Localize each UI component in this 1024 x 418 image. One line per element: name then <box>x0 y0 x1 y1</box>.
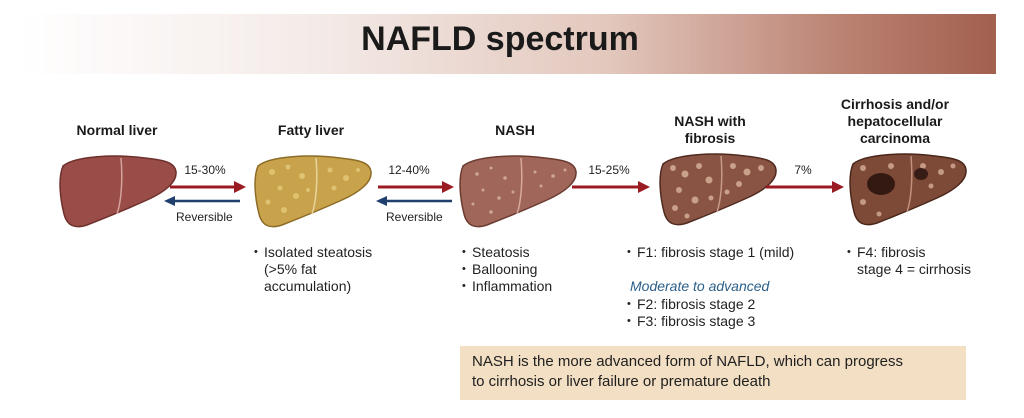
forward-arrow-4 <box>766 181 844 193</box>
note-line: to cirrhosis or liver failure or prematu… <box>472 373 771 390</box>
transition-percent-4: 7% <box>794 163 812 177</box>
cirrhosis-liver-image <box>849 153 967 226</box>
cirrhosis-description: •F4: fibrosis stage 4 = cirrhosis <box>847 244 971 278</box>
description-bullet: •F4: fibrosis <box>847 244 926 260</box>
description-text: (>5% fat <box>264 261 317 277</box>
description-bullet: F1: fibrosis stage 1 (mild) <box>627 244 794 261</box>
fibrosis-subheading: Moderate to advanced <box>630 278 770 294</box>
transition-percent-1: 15-30% <box>184 163 226 177</box>
description-bullet: Ballooning <box>462 261 552 278</box>
description-text: F4: fibrosis <box>857 244 926 260</box>
description-text: Isolated steatosis <box>264 244 373 260</box>
stage-title-cirrhosis: Cirrhosis and/or hepatocellular carcinom… <box>820 96 970 147</box>
description-bullet: F3: fibrosis stage 3 <box>627 313 755 330</box>
description-text: accumulation) <box>264 278 352 294</box>
fatty-description: •Isolated steatosis (>5% fat accumulatio… <box>254 244 372 295</box>
stage-title-nash-fibrosis: NASH with fibrosis <box>640 113 780 147</box>
note-line: NASH is the more advanced form of NAFLD,… <box>472 353 904 370</box>
fibrosis-f1: F1: fibrosis stage 1 (mild) <box>627 244 794 261</box>
forward-arrow-3 <box>572 181 650 193</box>
description-bullet: •Isolated steatosis <box>254 244 373 260</box>
reverse-arrow-1 <box>164 196 240 206</box>
description-bullet: Inflammation <box>462 278 552 295</box>
normal-liver-image <box>59 155 177 228</box>
nash-liver-image <box>459 155 577 228</box>
stage-title-line: carcinoma <box>859 130 931 146</box>
nash-description: Steatosis Ballooning Inflammation <box>462 244 552 295</box>
note-box: NASH is the more advanced form of NAFLD,… <box>460 346 966 400</box>
fibrosis-f2-f3: F2: fibrosis stage 2 F3: fibrosis stage … <box>627 296 755 330</box>
forward-arrow-2 <box>378 181 454 193</box>
stage-title-nash: NASH <box>495 122 535 138</box>
description-bullet: Steatosis <box>462 244 552 261</box>
description-text: stage 4 = cirrhosis <box>857 261 971 277</box>
stage-title-line: Cirrhosis and/or <box>840 96 950 112</box>
stage-title-fatty: Fatty liver <box>277 122 345 138</box>
stage-title-line: NASH with <box>674 113 746 129</box>
transition-percent-3: 15-25% <box>588 163 630 177</box>
description-bullet: F2: fibrosis stage 2 <box>627 296 755 313</box>
stage-title-normal: Normal liver <box>76 122 158 138</box>
reversible-label-2: Reversible <box>386 210 443 224</box>
title-banner <box>20 14 996 74</box>
reverse-arrow-2 <box>376 196 452 206</box>
fibrosis-liver-image <box>659 153 777 226</box>
fatty-liver-image <box>254 155 372 228</box>
page-title: NAFLD spectrum <box>361 20 639 58</box>
forward-arrow-1 <box>170 181 246 193</box>
reversible-label-1: Reversible <box>176 210 233 224</box>
stage-title-line: hepatocellular <box>847 113 943 129</box>
stage-title-line: fibrosis <box>684 130 736 146</box>
transition-percent-2: 12-40% <box>388 163 430 177</box>
